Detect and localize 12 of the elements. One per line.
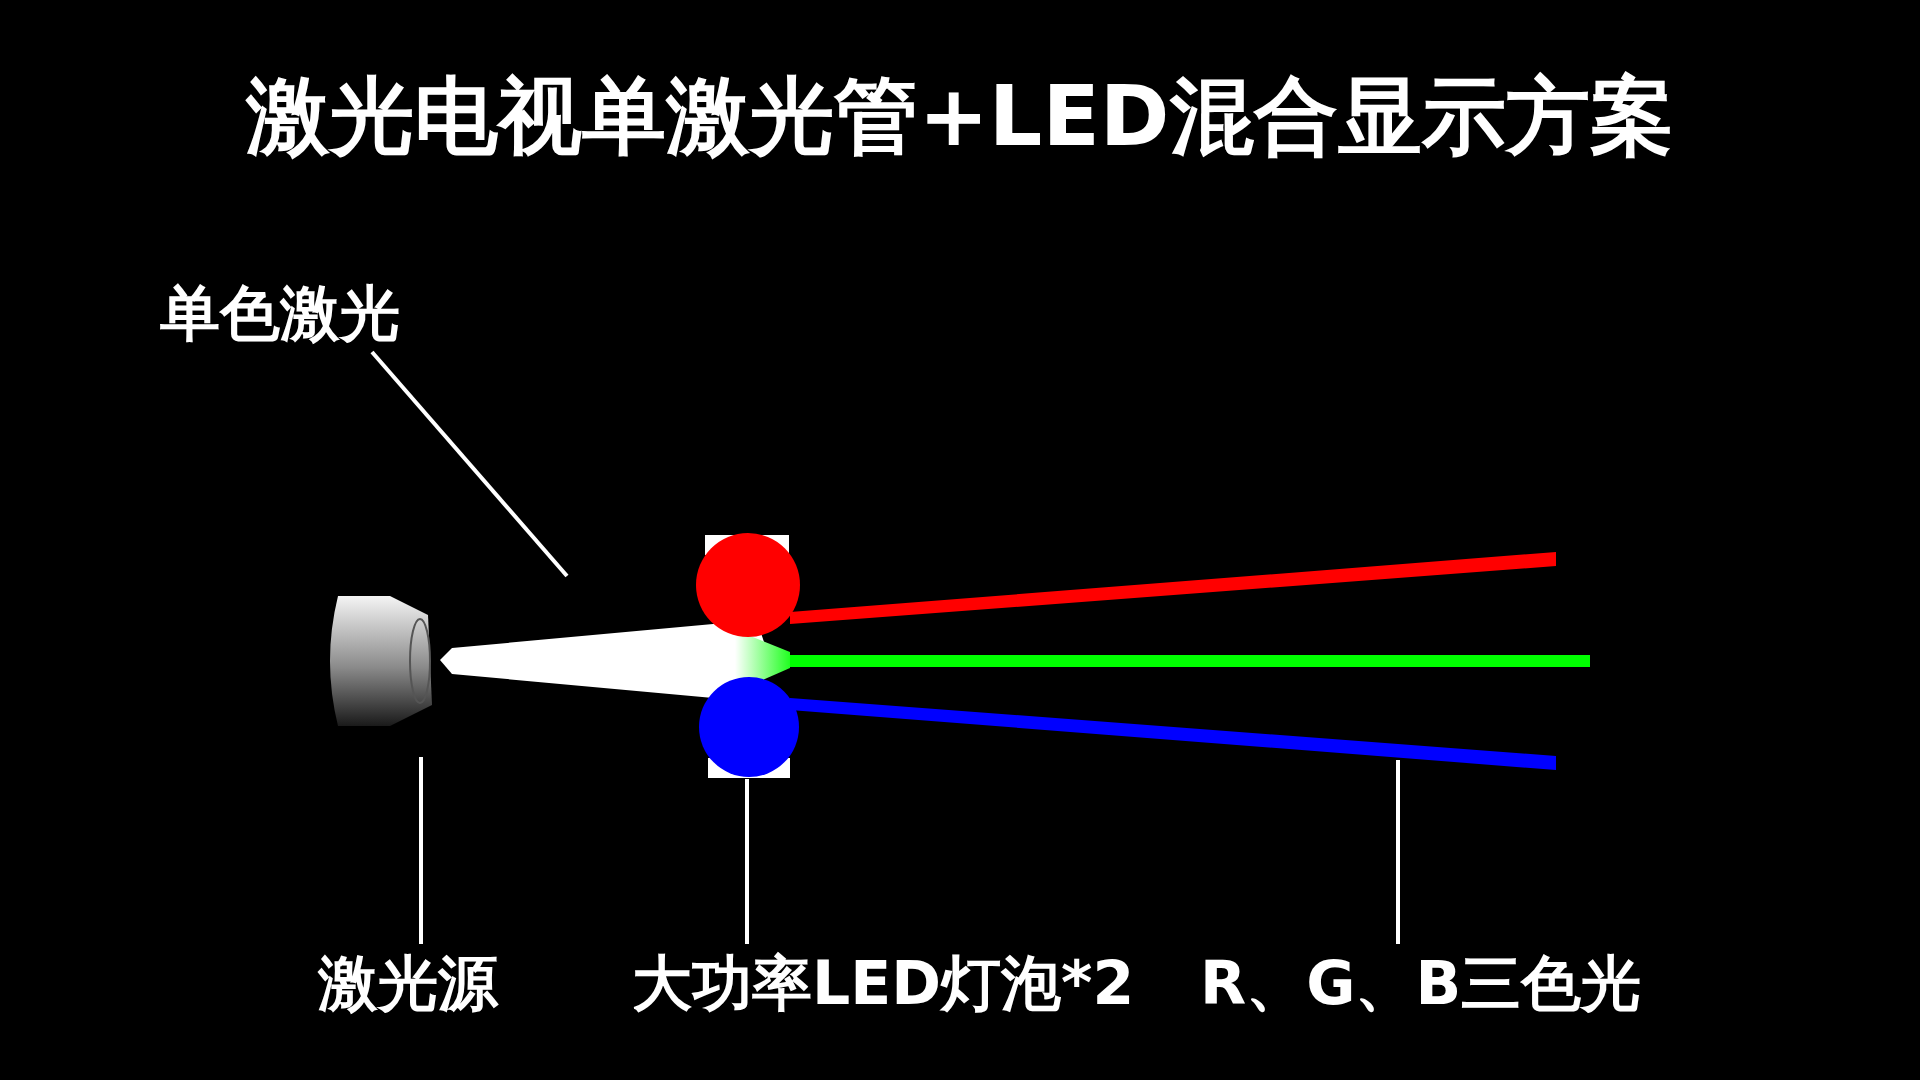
part-label: 大功率LED灯泡*2 <box>632 950 1135 1016</box>
part-label: 激光源 <box>318 950 498 1016</box>
rgb-light-beams <box>790 552 1590 770</box>
leader-line <box>745 779 749 944</box>
part-label: 单色激光 <box>160 280 400 346</box>
leader-line <box>370 350 569 578</box>
led-bulb-drawing <box>696 533 800 778</box>
part-label: R、G、B三色光 <box>1200 950 1642 1016</box>
leader-line <box>419 757 423 944</box>
title: 激光电视单激光管+LED混合显示方案 <box>244 70 1675 163</box>
leader-line <box>1396 760 1400 944</box>
laser-source-drawing <box>330 596 432 726</box>
